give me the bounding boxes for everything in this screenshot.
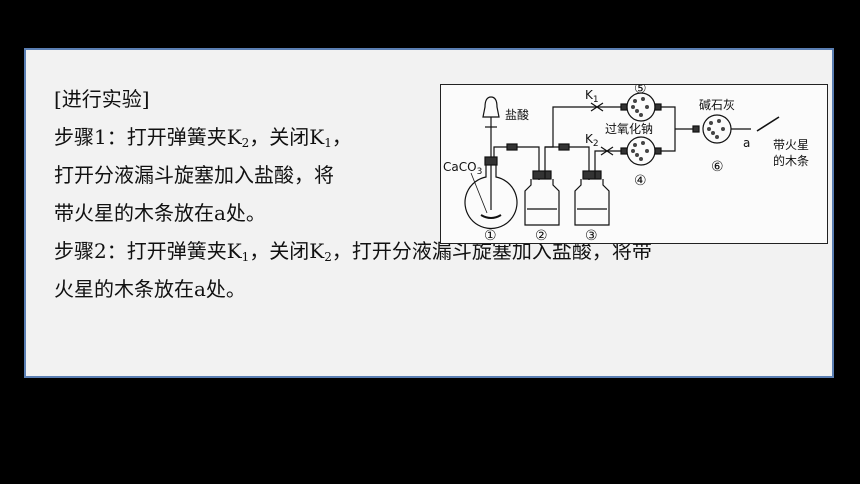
label-k2-sub: 2 [593, 139, 599, 149]
wood-splint [756, 116, 780, 132]
step1-text-b: ，关闭K [249, 125, 325, 149]
granule [711, 131, 715, 135]
tube5-right-stopper [654, 103, 662, 111]
step2-text-a: 步骤2：打开弹簧夹K [54, 239, 242, 263]
step1-line2: 打开分液漏斗旋塞加入盐酸，将 [54, 163, 334, 187]
granule [717, 119, 721, 123]
label-hcl: 盐酸 [505, 107, 529, 122]
bottle2-stopper [532, 170, 552, 180]
label-caco3-main: CaCO [443, 160, 477, 174]
label-na2o2: 过氧化钠 [605, 121, 653, 136]
label-n3: ③ [585, 228, 598, 243]
label-n2: ② [535, 228, 548, 243]
step1-sub-a: 2 [241, 136, 250, 150]
caco3-leader [470, 172, 488, 214]
label-caco3: CaCO3 [443, 160, 482, 177]
tube4-right-stopper [654, 147, 662, 155]
connector-1 [506, 143, 518, 151]
label-n6: ⑥ [711, 159, 724, 175]
section-heading: [进行实验] [54, 87, 150, 111]
flask1-body [464, 165, 518, 230]
tube4-left-stopper [620, 147, 628, 155]
label-point-a: a [743, 136, 750, 150]
granule [641, 141, 645, 145]
tube6-left-stopper [692, 125, 700, 133]
step2-text-b: ，关闭K [249, 239, 325, 263]
tube-2-k1 [544, 106, 581, 179]
caco3-solid [480, 214, 502, 219]
granule [641, 97, 645, 101]
bottle3-stopper [582, 170, 602, 180]
label-n4: ④ [634, 173, 647, 189]
label-soda-lime: 碱石灰 [699, 98, 735, 112]
granule [639, 113, 643, 117]
step2-line2: 火星的木条放在a处。 [54, 277, 246, 301]
tube-join [661, 106, 676, 152]
bottle3-body [574, 179, 610, 226]
granule [635, 153, 639, 157]
connector-2 [558, 143, 570, 151]
granule [633, 143, 637, 147]
label-n1: ① [484, 228, 497, 243]
granule [707, 127, 711, 131]
granule [645, 105, 649, 109]
k2-clamp [600, 146, 614, 156]
label-splint-2: 的木条 [773, 153, 809, 168]
label-k2: K2 [585, 132, 599, 149]
label-k1-main: K [585, 88, 594, 102]
granule [721, 127, 725, 131]
apparatus-svg: 盐酸 CaCO3 K1 K2 过氧化钠 碱石灰 a 带火星 的木条 ① ② ③ … [443, 85, 809, 243]
k1-clamp [590, 102, 604, 112]
step2-sub-b: 2 [324, 250, 332, 264]
granule [635, 109, 639, 113]
bottle2-body [524, 179, 560, 226]
step1-text-a: 步骤1：打开弹簧夹K [54, 125, 242, 149]
label-k1: K1 [585, 88, 599, 105]
tube-3-k2 [594, 150, 621, 179]
label-k1-sub: 1 [593, 95, 599, 105]
granule [633, 99, 637, 103]
label-n5: ⑤ [634, 85, 647, 97]
step2-sub-a: 1 [241, 250, 250, 264]
granule [645, 149, 649, 153]
tube-1-2 [493, 146, 540, 180]
apparatus-diagram: 盐酸 CaCO3 K1 K2 过氧化钠 碱石灰 a 带火星 的木条 ① ② ③ … [440, 84, 828, 244]
step1-text-c: ， [331, 125, 352, 149]
label-k2-main: K [585, 132, 594, 146]
step1-sub-b: 1 [324, 136, 332, 150]
granule [631, 105, 635, 109]
content-card: [进行实验] 步骤1：打开弹簧夹K2，关闭K1， 打开分液漏斗旋塞加入盐酸，将 … [24, 48, 834, 378]
granule [631, 149, 635, 153]
label-splint-1: 带火星 [773, 138, 809, 152]
tube5-left-stopper [620, 103, 628, 111]
step1-line3: 带火星的木条放在a处。 [54, 201, 266, 225]
granule [715, 135, 719, 139]
granule [709, 121, 713, 125]
label-caco3-sub: 3 [477, 167, 483, 177]
step1-line1: 步骤1：打开弹簧夹K2，关闭K1， [54, 118, 652, 156]
flask1-stopper [484, 156, 498, 166]
granule [639, 157, 643, 161]
funnel-bulb [482, 96, 500, 118]
